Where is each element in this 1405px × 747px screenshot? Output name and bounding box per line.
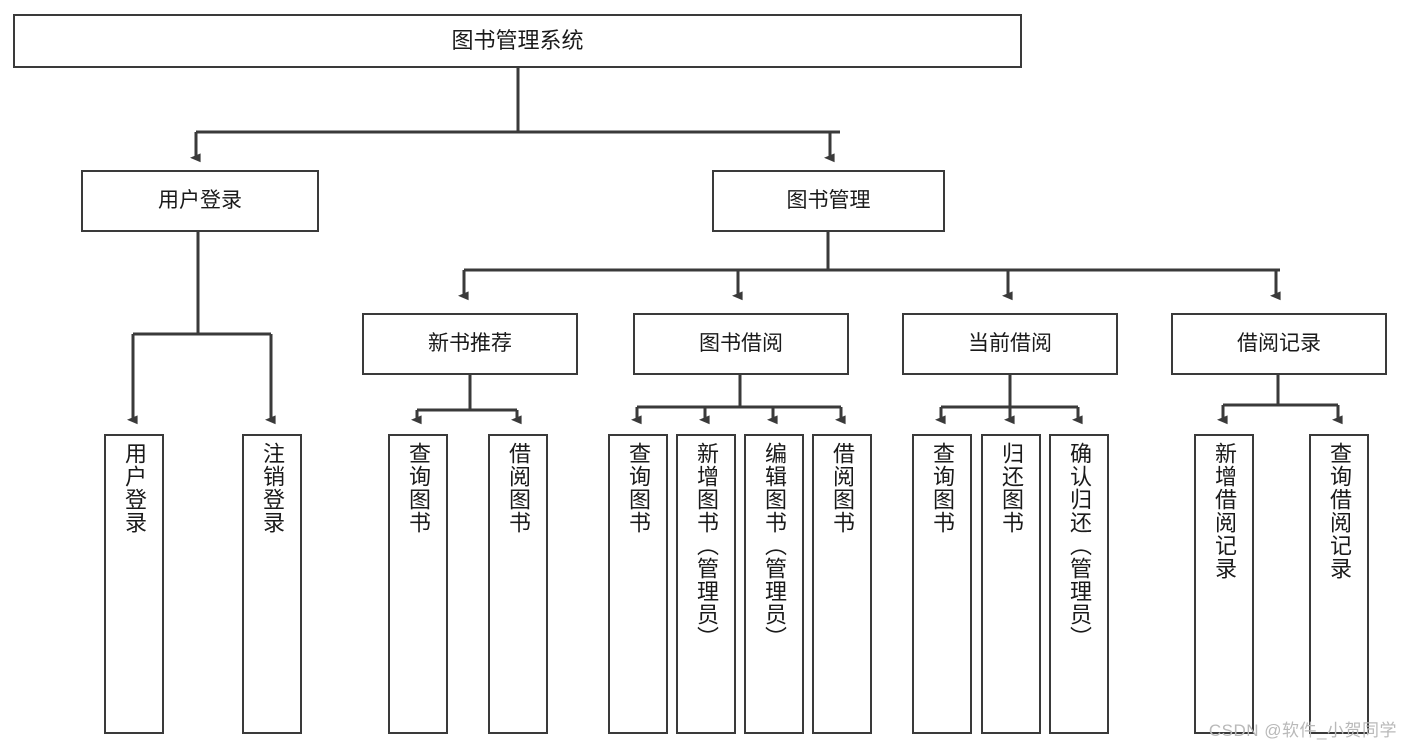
node-leaf-edit-book-label: 编辑图书（管理员） [762, 442, 787, 649]
node-root[interactable]: 图书管理系统 [13, 14, 1022, 68]
node-borrow-record-label: 借阅记录 [1237, 331, 1321, 355]
node-current-borrow[interactable]: 当前借阅 [902, 313, 1118, 375]
node-leaf-confirm-return-label: 确认归还（管理员） [1067, 442, 1092, 649]
node-leaf-user-login-label: 用户登录 [122, 442, 147, 534]
node-leaf-user-logout-label: 注销登录 [260, 442, 285, 534]
watermark: CSDN @软件_小贺同学 [1208, 721, 1397, 740]
node-leaf-query-book-3[interactable]: 查询图书 [912, 434, 972, 734]
node-leaf-borrow-book-2[interactable]: 借阅图书 [812, 434, 872, 734]
node-leaf-user-login[interactable]: 用户登录 [104, 434, 164, 734]
node-leaf-add-book[interactable]: 新增图书（管理员） [676, 434, 736, 734]
node-leaf-return-book[interactable]: 归还图书 [981, 434, 1041, 734]
node-leaf-query-book-1[interactable]: 查询图书 [388, 434, 448, 734]
node-leaf-add-record[interactable]: 新增借阅记录 [1194, 434, 1254, 734]
node-leaf-edit-book[interactable]: 编辑图书（管理员） [744, 434, 804, 734]
node-leaf-query-book-2-label: 查询图书 [626, 442, 651, 534]
node-leaf-add-record-label: 新增借阅记录 [1212, 442, 1237, 580]
node-leaf-query-book-1-label: 查询图书 [406, 442, 431, 534]
node-root-label: 图书管理系统 [451, 28, 584, 54]
node-leaf-confirm-return[interactable]: 确认归还（管理员） [1049, 434, 1109, 734]
node-user-login[interactable]: 用户登录 [81, 170, 319, 232]
node-leaf-query-book-3-label: 查询图书 [930, 442, 955, 534]
node-book-manage[interactable]: 图书管理 [712, 170, 945, 232]
node-leaf-query-book-2[interactable]: 查询图书 [608, 434, 668, 734]
node-leaf-borrow-book-1-label: 借阅图书 [506, 442, 531, 534]
node-leaf-query-record[interactable]: 查询借阅记录 [1309, 434, 1369, 734]
node-new-book-rec-label: 新书推荐 [428, 331, 512, 355]
node-book-manage-label: 图书管理 [786, 188, 871, 212]
node-leaf-borrow-book-1[interactable]: 借阅图书 [488, 434, 548, 734]
node-leaf-borrow-book-2-label: 借阅图书 [830, 442, 855, 534]
node-leaf-return-book-label: 归还图书 [999, 442, 1024, 534]
node-leaf-add-book-label: 新增图书（管理员） [694, 442, 719, 649]
node-user-login-label: 用户登录 [158, 188, 242, 212]
node-borrow-record[interactable]: 借阅记录 [1171, 313, 1387, 375]
node-current-borrow-label: 当前借阅 [968, 331, 1052, 355]
node-book-borrow[interactable]: 图书借阅 [633, 313, 849, 375]
node-leaf-query-record-label: 查询借阅记录 [1327, 442, 1352, 580]
node-new-book-rec[interactable]: 新书推荐 [362, 313, 578, 375]
node-leaf-user-logout[interactable]: 注销登录 [242, 434, 302, 734]
node-book-borrow-label: 图书借阅 [699, 331, 783, 355]
